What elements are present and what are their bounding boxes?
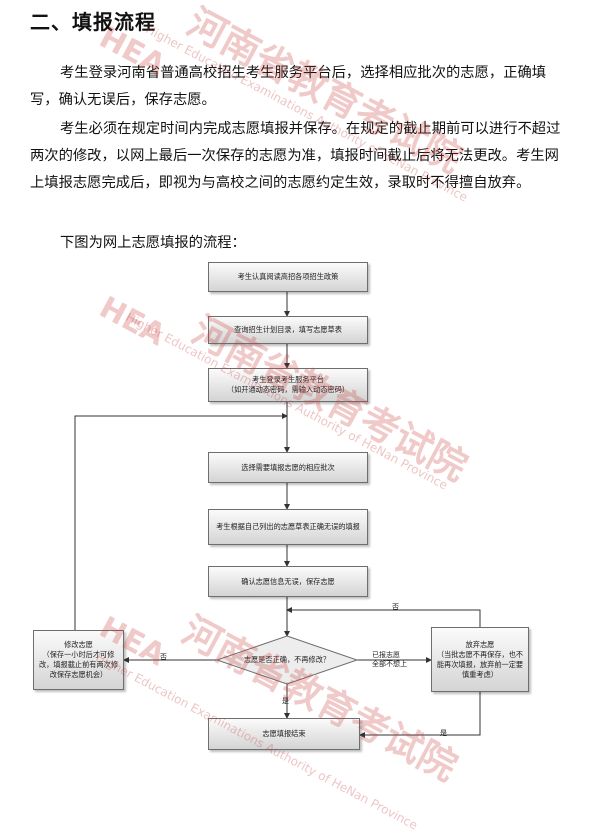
paragraph-rules: 考生必须在规定时间内完成志愿填报并保存。在规定的截止期前可以进行不超过两次的修改…: [30, 121, 561, 191]
step-confirm-save: 确认志愿信息无误，保存志愿: [208, 566, 368, 597]
step-end: 志愿填报结束: [208, 718, 360, 750]
edge-label-filled-not-ok: 已报志愿 全部不想上: [372, 651, 407, 668]
edge-label-no-top: 否: [392, 603, 399, 611]
decision-diamond: [215, 635, 359, 685]
flowchart-connectors: [74, 292, 481, 738]
step-read-policy: 考生认真阅读高招各项招生政策: [208, 262, 368, 292]
section-heading: 二、填报流程: [30, 10, 156, 34]
edge-label-yes-down: 是: [282, 697, 289, 705]
step-select-batch: 选择需要填报志愿的相应批次: [208, 452, 368, 483]
document-page: 二、填报流程 考生登录河南省普通高校招生考生服务平台后，选择相应批次的志愿，正确…: [30, 0, 561, 832]
step-check-plan: 查询招生计划目录，填写志愿草表: [208, 316, 368, 344]
paragraph-intro: 下图为网上志愿填报的流程：: [60, 235, 246, 251]
step-give-up: 放弃志愿 （当批志愿不再保存，也不能再次填报，放弃前一定要慎重考虑）: [431, 627, 529, 692]
step-fill-by-draft: 考生根据自己列出的志愿草表正确无误的填报: [208, 509, 368, 545]
step-login: 考生登录考生服务平台 （如开通动态密码，需输入动态密码）: [208, 368, 368, 402]
step-modify: 修改志愿 （保存一小时后才可修改，填报截止前有两次修改保存志愿机会）: [33, 630, 124, 690]
paragraph-login: 考生登录河南省普通高校招生考生服务平台后，选择相应批次的志愿，正确填写，确认无误…: [30, 65, 547, 108]
decision-label: 志愿是否正确，不再修改？: [243, 655, 331, 664]
edge-label-yes-right: 是: [440, 729, 447, 737]
edge-label-no-left: 否: [160, 653, 167, 661]
